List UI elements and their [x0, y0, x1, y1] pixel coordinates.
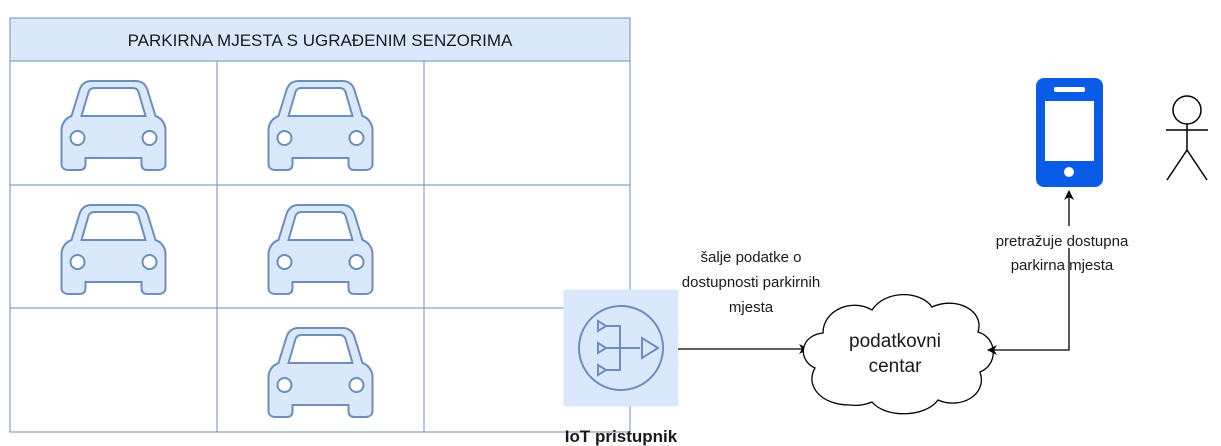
- edge-gateway-to-cloud: šalje podatke o dostupnosti parkirnih mj…: [678, 249, 820, 354]
- gateway-label: IoT pristupnik: [565, 427, 678, 446]
- smartphone-icon: [1036, 78, 1103, 187]
- parking-table: PARKIRNA MJESTA S UGRAĐENIM SENZORIMA: [9, 17, 631, 433]
- parking-table-title: PARKIRNA MJESTA S UGRAĐENIM SENZORIMA: [128, 31, 513, 50]
- cars-layer: [60, 80, 374, 418]
- parking-table-header: [9, 17, 631, 62]
- car-icon: [267, 204, 374, 295]
- car-icon: [60, 80, 167, 171]
- car-icon: [267, 327, 374, 418]
- edge2-label-line2: parkirna mjesta: [1011, 257, 1114, 274]
- edge2-label-line1: pretražuje dostupna: [996, 233, 1129, 250]
- data-center-cloud: podatkovni centar: [802, 294, 994, 415]
- arrow-cloud-phone: [987, 248, 1070, 355]
- car-icon: [267, 80, 374, 171]
- cloud-label-line1: podatkovni: [849, 331, 941, 352]
- car-icon: [60, 204, 167, 295]
- iot-gateway: IoT pristupnik: [563, 289, 679, 446]
- edge-label-line2: dostupnosti parkirnih: [682, 274, 820, 291]
- edge-label-line1: šalje podatke o: [701, 249, 802, 266]
- cloud-icon: [802, 294, 994, 415]
- edge-label-line3: mjesta: [729, 299, 774, 316]
- edge-cloud-to-phone: pretražuje dostupna parkirna mjesta: [987, 190, 1129, 355]
- gateway-icon: [578, 305, 664, 391]
- user-stick-figure-icon: [1166, 95, 1208, 181]
- cloud-label-line2: centar: [869, 356, 922, 377]
